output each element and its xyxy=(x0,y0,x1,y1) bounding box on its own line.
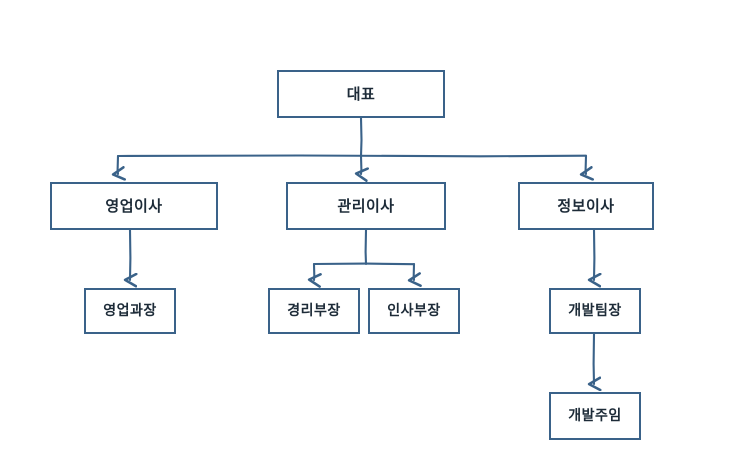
edge-management-split-bus xyxy=(312,262,416,266)
node-information-director[interactable]: 정보이사 xyxy=(518,182,654,230)
node-management-director[interactable]: 관리이사 xyxy=(286,182,446,230)
node-ceo[interactable]: 대표 xyxy=(277,70,445,118)
node-dev-team-leader-label: 개발팀장 xyxy=(568,303,622,319)
node-information-director-label: 정보이사 xyxy=(557,196,615,215)
node-accounting-head[interactable]: 경리부장 xyxy=(268,288,360,334)
node-dev-supervisor[interactable]: 개발주임 xyxy=(549,392,641,440)
node-sales-director-label: 영업이사 xyxy=(105,196,163,215)
node-dev-team-leader[interactable]: 개발팀장 xyxy=(549,288,641,334)
node-sales-manager-label: 영업과장 xyxy=(103,303,157,319)
node-hr-head[interactable]: 인사부장 xyxy=(368,288,460,334)
node-management-director-label: 관리이사 xyxy=(337,196,395,215)
node-sales-manager[interactable]: 영업과장 xyxy=(84,288,176,334)
node-hr-head-label: 인사부장 xyxy=(387,303,441,319)
edge-ceo-stem xyxy=(359,116,363,158)
edge-level2-bus xyxy=(116,154,588,158)
node-dev-supervisor-label: 개발주임 xyxy=(568,408,622,424)
node-ceo-label: 대표 xyxy=(346,84,376,103)
node-accounting-head-label: 경리부장 xyxy=(287,303,341,319)
node-sales-director[interactable]: 영업이사 xyxy=(50,182,218,230)
